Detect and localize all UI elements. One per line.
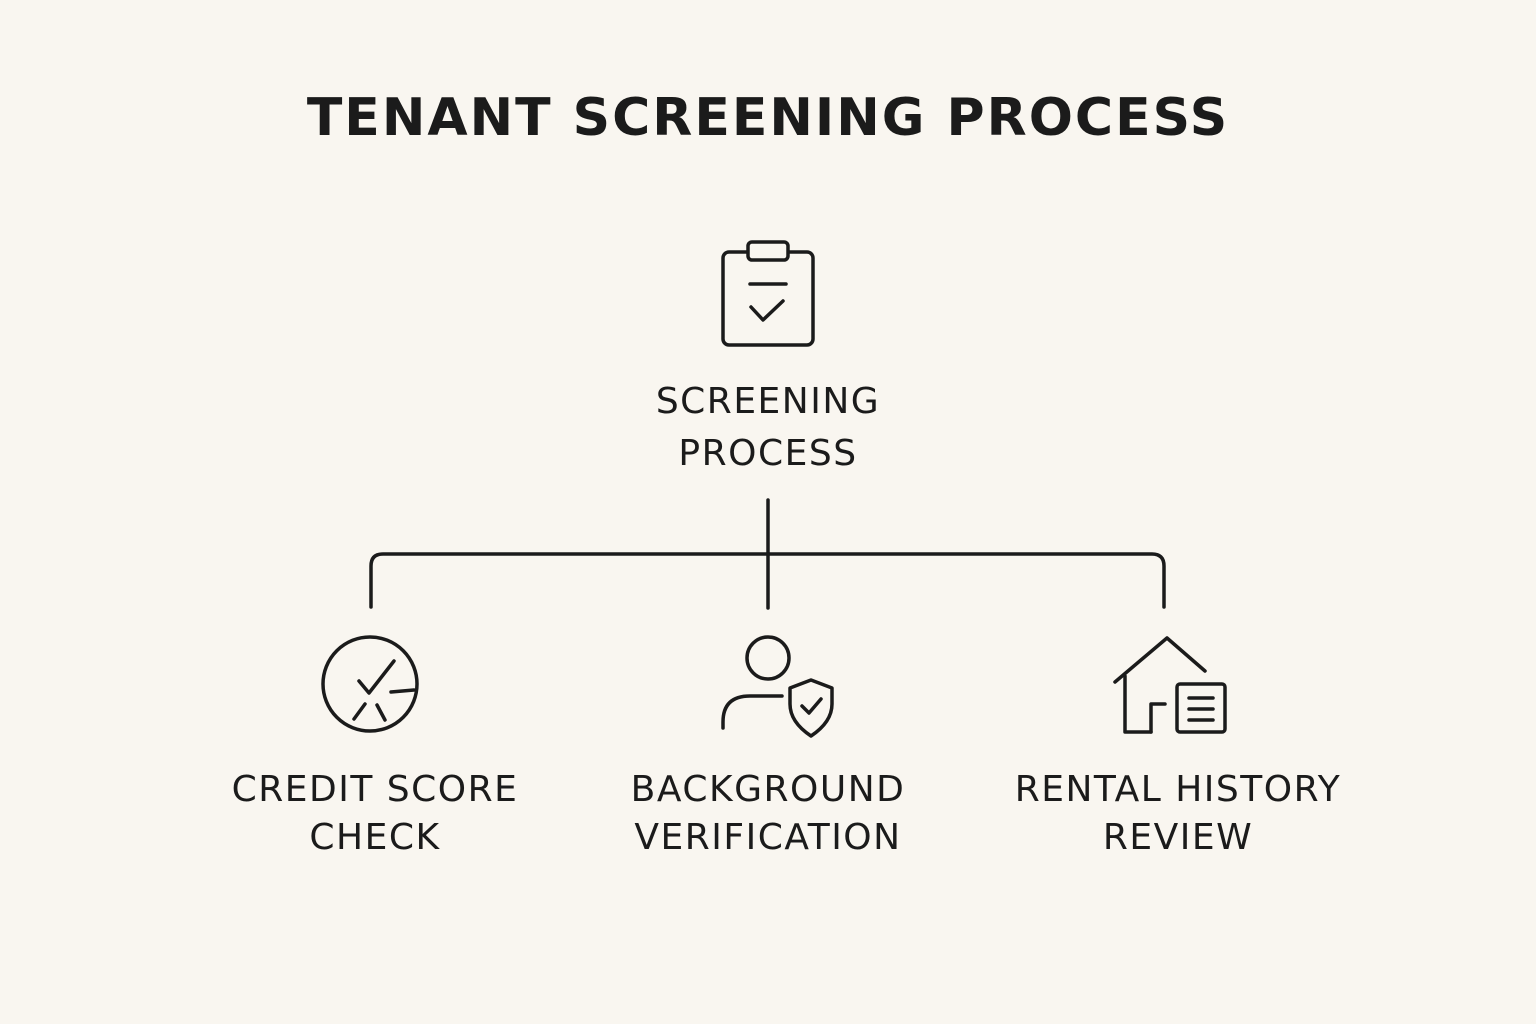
rental-label-line-2: REVIEW xyxy=(1102,817,1254,858)
child-node-label-rental: RENTAL HISTORY REVIEW xyxy=(978,772,1378,856)
rental-label-line-1: RENTAL HISTORY xyxy=(1014,769,1342,810)
child-node-label-credit: CREDIT SCORE CHECK xyxy=(175,772,575,856)
background-label-line-2: VERIFICATION xyxy=(634,817,902,858)
credit-label-line-1: CREDIT SCORE xyxy=(231,769,519,810)
root-node-label: SCREENING PROCESS xyxy=(568,384,968,472)
person-shield-icon xyxy=(720,635,838,740)
clipboard-check-icon xyxy=(720,240,816,348)
credit-label-line-2: CHECK xyxy=(309,817,441,858)
background-label-line-1: BACKGROUND xyxy=(630,769,906,810)
house-document-icon xyxy=(1113,634,1231,736)
child-node-label-background: BACKGROUND VERIFICATION xyxy=(568,772,968,856)
branch-connector-line xyxy=(369,552,1166,609)
root-label-line-2: PROCESS xyxy=(678,433,858,474)
credit-gauge-check-icon xyxy=(321,634,421,734)
root-label-line-1: SCREENING xyxy=(655,381,881,422)
diagram-title: TENANT SCREENING PROCESS xyxy=(306,88,1230,148)
